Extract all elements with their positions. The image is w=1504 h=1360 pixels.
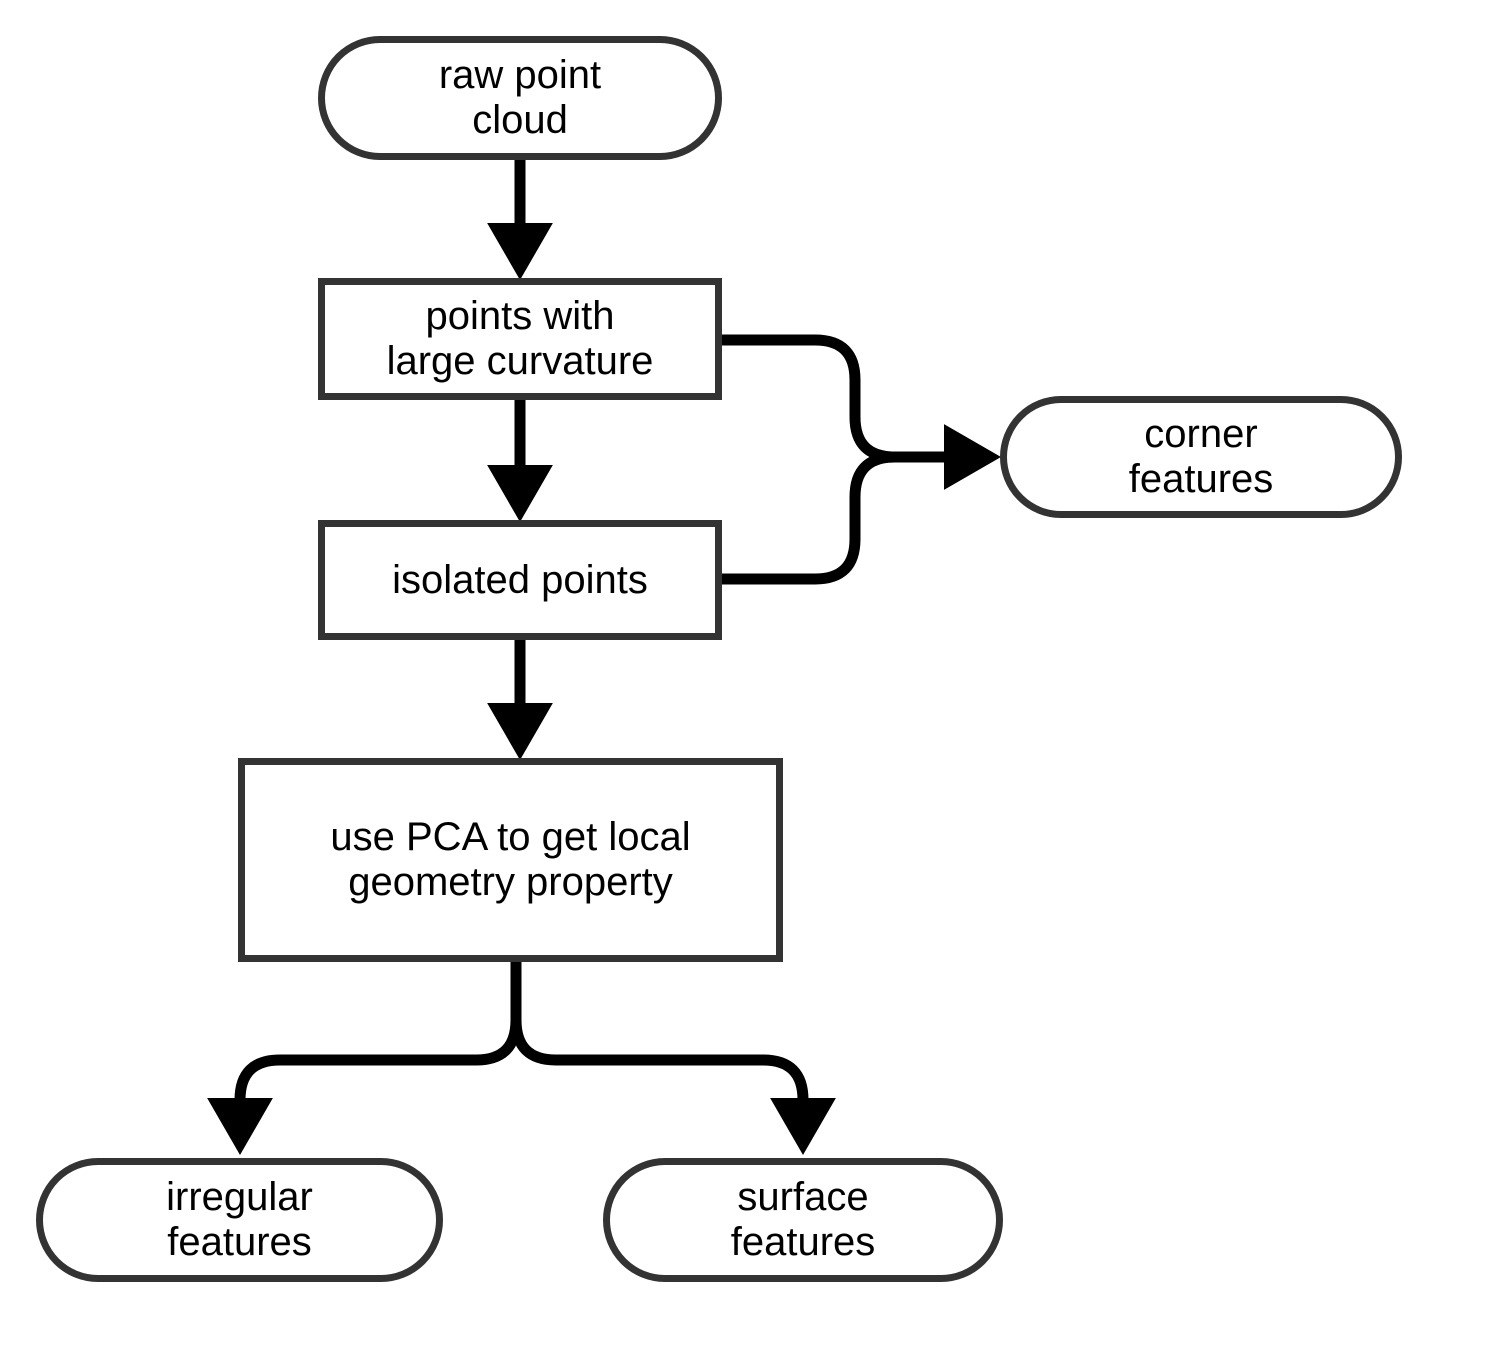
edge-isolated-to-corner	[722, 451, 950, 585]
node-points-with-large-curvature[interactable]: points with large curvature	[318, 278, 722, 400]
node-raw-point-cloud-label: raw point cloud	[438, 53, 602, 142]
node-raw-point-cloud[interactable]: raw point cloud	[318, 36, 722, 160]
node-irregular-features-label: irregular features	[166, 1175, 313, 1264]
edge-curvature-to-corner	[722, 334, 950, 463]
node-points-with-large-curvature-label: points with large curvature	[386, 294, 654, 383]
node-corner-features-label: corner features	[1128, 412, 1274, 501]
node-surface-features-label: surface features	[730, 1175, 876, 1264]
edge-pca-to-irregular	[207, 962, 522, 1155]
node-use-pca-label: use PCA to get local geometry property	[330, 815, 691, 904]
node-isolated-points[interactable]: isolated points	[318, 520, 722, 640]
node-surface-features[interactable]: surface features	[603, 1158, 1003, 1282]
node-corner-features[interactable]: corner features	[1000, 396, 1402, 518]
node-irregular-features[interactable]: irregular features	[36, 1158, 443, 1282]
node-use-pca-to-get-local-geometry-property[interactable]: use PCA to get local geometry property	[238, 758, 783, 962]
node-isolated-points-label: isolated points	[392, 557, 648, 602]
edge-pca-to-surface	[510, 962, 836, 1155]
